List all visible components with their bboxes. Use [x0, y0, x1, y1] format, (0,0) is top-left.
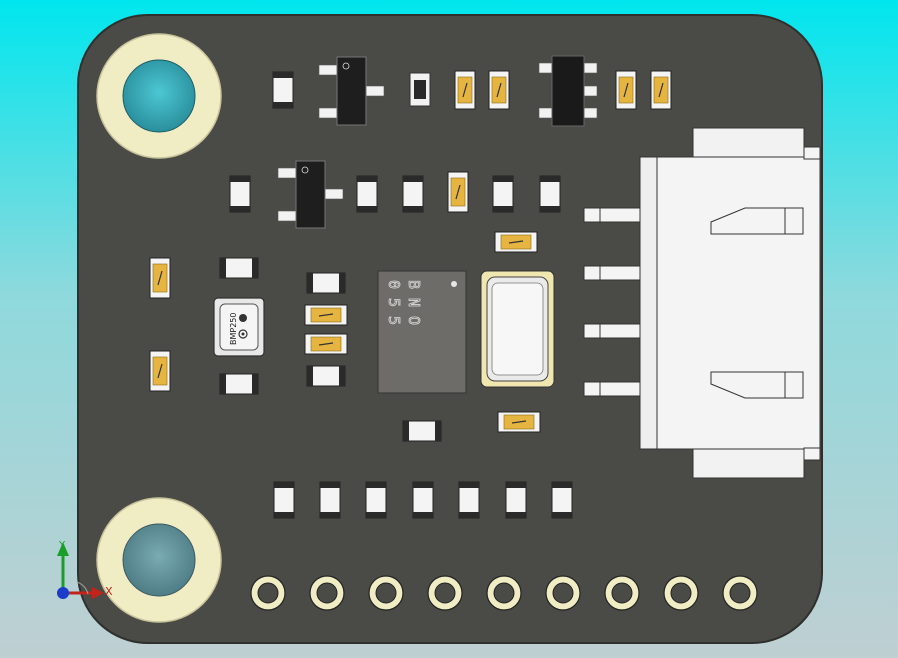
transistor-q2 [277, 160, 344, 229]
mounting-hole-top-left [96, 33, 222, 159]
ic-label-char-3: O [405, 316, 423, 325]
capacitor [488, 70, 510, 110]
resistor [458, 481, 480, 519]
resistor [319, 481, 341, 519]
resistor-row-bottom [273, 481, 573, 519]
resistor [229, 175, 251, 213]
capacitor [494, 231, 538, 253]
ic-label-char-1: B [405, 280, 423, 289]
header-pin-pad [722, 575, 758, 611]
sensor-label: BMP250 [229, 313, 238, 345]
header-pin-pad [309, 575, 345, 611]
capacitor [304, 333, 348, 355]
header-pin-pad [250, 575, 286, 611]
imu-chip: B N O 0 5 5 [377, 270, 467, 394]
resistor [492, 175, 514, 213]
capacitor [650, 70, 672, 110]
header-pin-row [250, 575, 758, 611]
header-pin-pad [427, 575, 463, 611]
resistor [272, 71, 294, 109]
pressure-sensor: BMP250 [213, 297, 265, 357]
capacitor [615, 70, 637, 110]
ic-label-char-2: N [405, 298, 423, 307]
resistor [551, 481, 573, 519]
jst-connector [583, 127, 821, 479]
connector-pin [583, 265, 645, 281]
resistor [356, 175, 378, 213]
ic-label-char-6: 5 [385, 316, 403, 325]
axis-label-y: Y [58, 540, 66, 551]
capacitor [149, 350, 171, 392]
resistor [402, 175, 424, 213]
axis-triad-icon: X Y [57, 540, 113, 599]
capacitor [149, 257, 171, 299]
capacitor [497, 411, 541, 433]
resistor [273, 481, 295, 519]
diode-d1 [409, 72, 431, 107]
resistor [219, 373, 259, 395]
axis-label-x: X [105, 585, 113, 598]
connector-pin [583, 207, 645, 223]
ic-label-char-5: 5 [385, 298, 403, 307]
header-pin-pad [368, 575, 404, 611]
transistor-q1 [318, 56, 385, 126]
resistor [365, 481, 387, 519]
header-pin-pad [486, 575, 522, 611]
smd-components [149, 70, 672, 442]
resistor [219, 257, 259, 279]
resistor [402, 420, 442, 442]
capacitor [447, 171, 469, 213]
connector-pin [583, 323, 645, 339]
resistor [505, 481, 527, 519]
resistor [306, 365, 346, 387]
resistor [539, 175, 561, 213]
resistor [412, 481, 434, 519]
crystal-oscillator [480, 270, 555, 388]
header-pin-pad [663, 575, 699, 611]
ic-label-char-4: 0 [385, 280, 403, 289]
resistor [306, 272, 346, 294]
regulator-u2 [538, 55, 598, 127]
header-pin-pad [604, 575, 640, 611]
mounting-hole-bottom-left [96, 497, 222, 623]
connector-pin [583, 381, 645, 397]
capacitor [454, 70, 476, 110]
header-pin-pad [545, 575, 581, 611]
capacitor [304, 304, 348, 326]
